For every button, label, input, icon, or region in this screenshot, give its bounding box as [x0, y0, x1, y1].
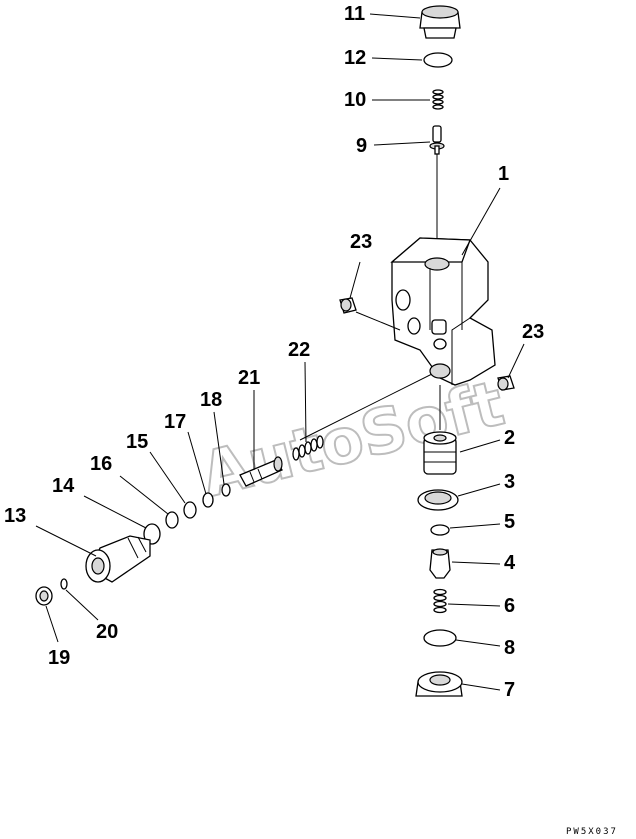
callout-4: 4 [504, 552, 516, 574]
callout-8: 8 [504, 637, 515, 659]
callout-22: 22 [288, 339, 310, 361]
leader-7 [461, 683, 501, 691]
leader-12 [371, 57, 423, 61]
part-10-spring [432, 89, 444, 110]
leader-19 [45, 605, 59, 643]
callout-15: 15 [126, 431, 148, 453]
part-21-spool [239, 456, 283, 487]
part-11-plug [419, 5, 461, 39]
callout-10: 10 [344, 89, 366, 111]
part-1-valve-body [390, 237, 496, 386]
part-2-sleeve [423, 431, 457, 475]
part-20-ring [60, 578, 68, 590]
part-8-oring [423, 629, 457, 647]
part-23-bolt-left [339, 297, 357, 314]
leader-8 [455, 639, 501, 647]
part-9-pin [429, 125, 445, 155]
drawing-code: PW5X037 [566, 827, 618, 837]
part-3-ring [417, 489, 459, 511]
leader-20 [65, 589, 99, 621]
leader-23-left-body [355, 311, 401, 331]
callout-16: 16 [90, 453, 112, 475]
callout-14: 14 [52, 475, 75, 497]
leader-4 [451, 561, 501, 565]
callout-21: 21 [238, 367, 260, 389]
callout-12: 12 [344, 47, 366, 69]
part-12-oring [423, 52, 453, 68]
part-16-ring [165, 511, 179, 529]
leader-13 [35, 525, 97, 557]
leader-3 [457, 483, 501, 497]
part-17-ring [202, 492, 214, 508]
leader-18 [213, 411, 225, 485]
part-7-cap [415, 671, 463, 697]
callout-7: 7 [504, 679, 515, 701]
leader-16 [119, 475, 169, 515]
callout-18: 18 [200, 389, 222, 411]
leader-9 [373, 141, 431, 146]
callout-1: 1 [498, 163, 509, 185]
part-23-bolt-right [497, 375, 515, 391]
leader-5 [449, 523, 501, 529]
part-18-ring [221, 483, 231, 497]
callout-17: 17 [164, 411, 186, 433]
leader-11 [369, 13, 421, 19]
part-5-washer [430, 524, 450, 536]
callout-20: 20 [96, 621, 118, 643]
callout-9: 9 [356, 135, 367, 157]
leader-23-left [349, 261, 361, 299]
callout-11: 11 [344, 3, 365, 25]
part-6-spring [433, 588, 447, 614]
callout-13: 13 [4, 505, 26, 527]
leader-17 [187, 431, 207, 495]
leader-1 [461, 187, 501, 256]
callout-2: 2 [504, 427, 515, 449]
leader-15 [149, 451, 186, 504]
callout-23-left: 23 [350, 231, 372, 253]
leader-2 [459, 439, 501, 453]
leader-6 [447, 603, 501, 607]
axis-line-diagonal [299, 369, 441, 441]
callout-6: 6 [504, 595, 515, 617]
part-19-plug [35, 586, 53, 606]
part-15-ring [183, 501, 197, 519]
callout-5: 5 [504, 511, 515, 533]
part-4-poppet [429, 548, 451, 579]
leader-23-right [507, 343, 525, 379]
leader-22 [304, 361, 307, 443]
callout-23-right: 23 [522, 321, 544, 343]
part-22-spring [292, 435, 324, 461]
leader-14 [83, 495, 147, 529]
part-13-fitting [85, 535, 151, 583]
callout-19: 19 [48, 647, 70, 669]
callout-3: 3 [504, 471, 515, 493]
